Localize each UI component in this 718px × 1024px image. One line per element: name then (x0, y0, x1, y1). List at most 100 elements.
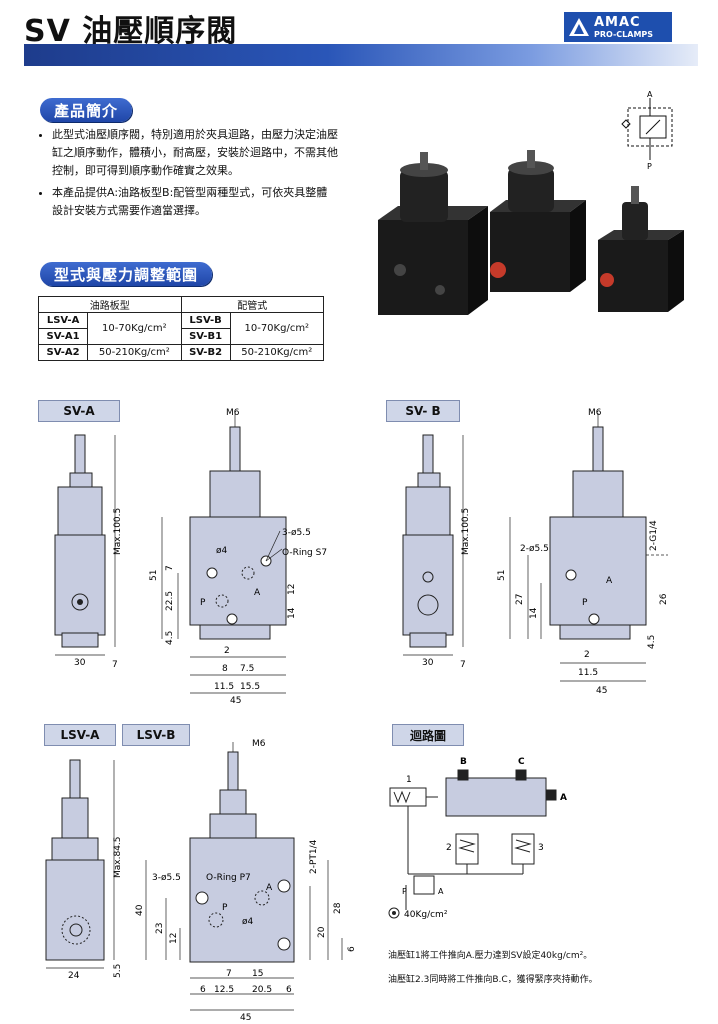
table-cell: LSV-A (37, 312, 89, 329)
lsv-max: Max.84.5 (113, 836, 123, 878)
circuit-n1: 1 (406, 775, 412, 785)
circuit-c: C (518, 757, 525, 767)
table-header-row: 油路板型 配管式 (38, 296, 325, 313)
sva-drawing: Max.100.5 30 7 M6 51 22.5 4.5 7 12 14 P … (54, 408, 327, 705)
table-cell: SV-B2 (180, 344, 231, 361)
svb-w30: 30 (422, 658, 434, 668)
table-cell: 10-70Kg/cm² (87, 312, 182, 345)
lsvb-tag: LSV-B (122, 724, 190, 746)
circuit-pressure: 40Kg/cm² (404, 910, 448, 920)
sva-d45: 4.5 (165, 631, 175, 645)
lsv-d7: 7 (226, 969, 232, 979)
svb-d14: 14 (529, 607, 539, 619)
table-cell: LSV-B (180, 312, 231, 329)
lsv-d28: 28 (333, 902, 343, 914)
circuit-n3: 3 (538, 843, 544, 853)
lsv-d6: 6 (347, 946, 357, 952)
circuit-note-2: 油壓缸2.3同時將工件推向B.C，獲得緊序夾持動作。 (388, 975, 598, 985)
sva-m6: M6 (226, 408, 240, 418)
svb-d7: 7 (460, 660, 466, 670)
lsv-d6c: 6 (286, 985, 292, 995)
svb-d45: 4.5 (647, 635, 657, 649)
table-row: SV-A1 SV-B1 (37, 328, 324, 345)
valve-symbol-icon: A P (621, 90, 673, 170)
lsva-tag: LSV-A (44, 724, 116, 746)
lsv-pt: 2-PT1/4 (309, 839, 319, 874)
lsv-d205: 20.5 (252, 985, 272, 995)
sva-d8: 8 (222, 664, 228, 674)
models-table: 油路板型 配管式 LSV-A 10-70Kg/cm² LSV-B 10-70Kg… (37, 296, 325, 361)
sva-phi4: ø4 (216, 546, 228, 556)
circuit-note-1: 油壓缸1將工件推向A.壓力達到SV設定40kg/cm²。 (388, 951, 593, 961)
lsv-d23: 23 (155, 923, 165, 934)
table-cell: SV-A2 (37, 344, 89, 361)
table-header: 配管式 (180, 296, 325, 313)
sva-d7b: 7 (165, 565, 175, 571)
circuit-tag: 迴路圖 (392, 724, 464, 746)
sva-a: A (254, 588, 261, 598)
sva-w30: 30 (74, 658, 86, 668)
lsv-d12: 12 (169, 933, 179, 944)
circuit-diagram: B C A 1 2 3 P A 40Kg/cm² (388, 757, 567, 920)
svb-tag: SV- B (386, 400, 460, 422)
brand-sub: PRO-CLAMPS (594, 29, 654, 39)
sva-p: P (200, 598, 206, 608)
symbol-p: P (647, 162, 652, 170)
lsv-m6: M6 (252, 739, 266, 749)
circuit-a: A (560, 793, 567, 803)
table-row: SV-A2 50-210Kg/cm² SV-B2 50-210Kg/cm² (37, 344, 325, 361)
svb-p: P (582, 598, 588, 608)
table-cell: 50-210Kg/cm² (229, 344, 325, 361)
brand-name: AMAC (594, 14, 641, 30)
svb-d51: 51 (497, 570, 507, 581)
lsv-d20: 20 (317, 926, 327, 938)
sva-max: Max.100.5 (113, 508, 123, 555)
sva-d155: 15.5 (240, 682, 260, 692)
sva-hole: 3-ø5.5 (282, 528, 311, 538)
intro-heading: 產品簡介 (40, 98, 133, 122)
sva-d14: 14 (287, 607, 297, 619)
sva-d115: 11.5 (214, 682, 234, 692)
lsv-drawing: Max.84.5 24 5.5 M6 3-ø5.5 O-Ring P7 2-PT… (45, 739, 357, 1022)
lsv-d6b: 6 (200, 985, 206, 995)
lsv-p: P (222, 903, 228, 913)
lsv-d15: 15 (252, 969, 263, 979)
sva-oring: O-Ring S7 (282, 548, 327, 558)
lsv-phi4: ø4 (242, 917, 254, 927)
table-cell: 10-70Kg/cm² (229, 312, 325, 345)
sva-d225: 22.5 (165, 591, 175, 611)
svb-a: A (606, 576, 613, 586)
symbol-a: A (647, 90, 653, 99)
svb-g14: 2-G1/4 (649, 520, 659, 551)
svb-d2: 2 (584, 650, 590, 660)
intro-bullet-2: 本產品提供A:油路板型B:配管型兩種型式，可依夾具整體設計安裝方式需要作適當選擇… (52, 184, 338, 220)
sva-d2: 2 (224, 646, 230, 656)
svb-d115: 11.5 (578, 668, 598, 678)
circuit-n2: 2 (446, 843, 452, 853)
svb-d27: 27 (515, 594, 525, 605)
svb-d45w: 45 (596, 686, 607, 695)
header-bar (24, 44, 698, 66)
lsv-d40: 40 (135, 904, 145, 916)
lsv-d55: 5.5 (113, 964, 123, 978)
sva-tag: SV-A (38, 400, 120, 422)
logo-triangle-icon (569, 18, 589, 36)
sva-d51: 51 (149, 570, 159, 581)
svb-d26: 26 (659, 593, 669, 605)
svb-max: Max.100.5 (461, 508, 471, 555)
sva-d7: 7 (112, 660, 118, 670)
svb-m6: M6 (588, 408, 602, 418)
sva-d45w: 45 (230, 696, 241, 705)
svb-drawing: Max.100.5 30 7 M6 51 27 14 26 4.5 2-ø5.5… (402, 408, 669, 695)
sva-d75: 7.5 (240, 664, 254, 674)
sva-d12: 12 (287, 584, 297, 595)
table-cell: 50-210Kg/cm² (87, 344, 182, 361)
table-header: 油路板型 (38, 296, 182, 313)
circuit-b: B (460, 757, 467, 767)
lsv-w24: 24 (68, 971, 80, 981)
svb-hole: 2-ø5.5 (520, 544, 549, 554)
lsv-hole: 3-ø5.5 (152, 873, 181, 883)
circuit-a2: A (438, 887, 444, 896)
models-heading: 型式與壓力調整範圍 (40, 262, 213, 286)
